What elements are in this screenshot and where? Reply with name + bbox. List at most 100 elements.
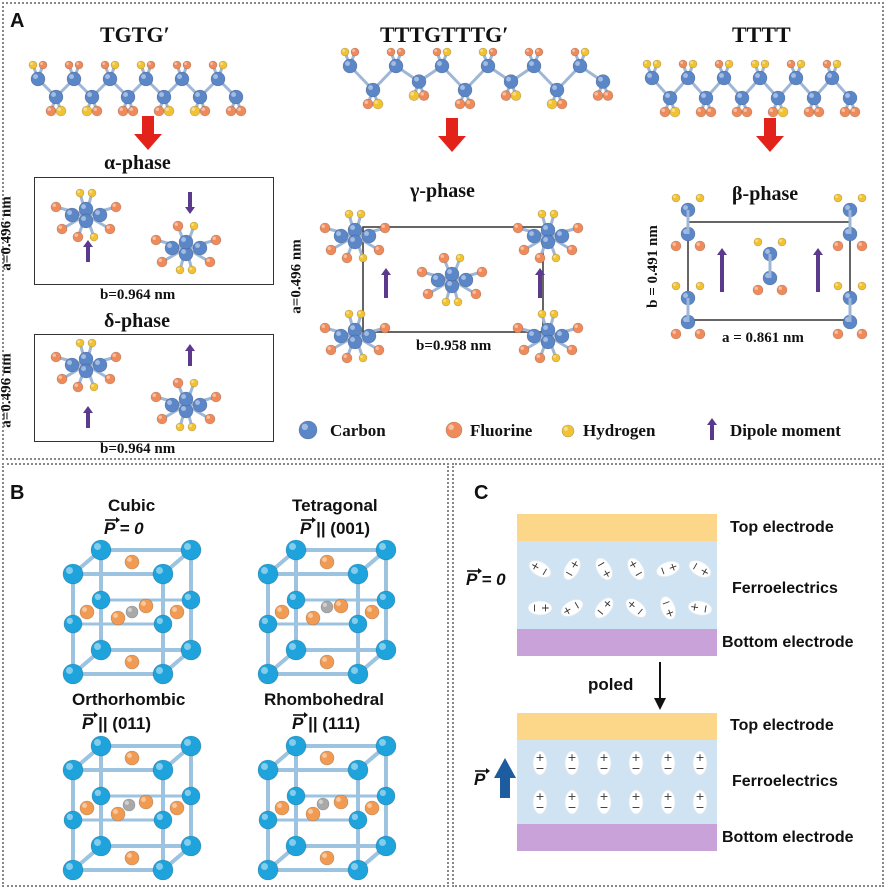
alpha-molecule-2-substituent-highlight	[158, 258, 162, 262]
beta-corner-3-carbon-top-highlight	[683, 293, 688, 298]
random-dipole-body	[627, 557, 645, 581]
tttt-chain-substituent-highlight	[733, 108, 737, 112]
aligned-dipole: +−	[564, 750, 580, 776]
orthorhombic-title: Orthorhombic	[72, 690, 186, 709]
random-dipole: +−	[594, 556, 614, 581]
delta-molecule-2-substituent	[187, 422, 197, 432]
tetragonal-cell-corner-atom-highlight	[261, 617, 268, 624]
gamma-molecule-4-carbon-highlight	[350, 325, 355, 330]
beta-corner-3-hydrogen	[671, 281, 681, 291]
random-dipole: +−	[626, 556, 646, 581]
conformation-tgtg: TGTG′	[100, 22, 170, 47]
tttt-chain-carbon-highlight	[737, 93, 742, 99]
aligned-dipole-minus: −	[567, 801, 576, 814]
tetragonal-cell-corner-atom	[286, 590, 306, 610]
gamma-molecule-5-substituent-highlight	[536, 354, 540, 358]
tttt-chain-substituent-highlight	[726, 61, 729, 64]
cubic-cell-face-atom-highlight	[141, 601, 146, 606]
alpha-molecule-1-substituent-highlight	[112, 203, 116, 207]
delta-molecule-1-substituent-highlight	[77, 340, 80, 343]
tttgtttg-chain-substituent-highlight	[420, 92, 424, 96]
beta-corner-1-carbon-top-highlight	[683, 205, 688, 210]
orthorhombic-cell-corner-atom	[90, 835, 112, 857]
aligned-dipole-minus: −	[663, 801, 672, 814]
tetragonal-cell-face-atom-highlight	[308, 613, 313, 618]
beta-center-fluorine-highlight	[754, 286, 758, 290]
gamma-molecule-2-substituent	[518, 244, 530, 256]
orthorhombic-cell-face-atom-highlight	[172, 803, 177, 808]
cubic-cell-face-atom	[124, 554, 140, 570]
cubic-cell-face-atom-highlight	[113, 613, 119, 618]
beta-a-param: a = 0.861 nm	[722, 330, 804, 346]
legend-dipole: Dipole moment	[730, 421, 841, 440]
beta-corner-1-fluorine	[670, 240, 682, 252]
gamma-molecule-4-carbon-highlight	[364, 331, 369, 336]
aligned-dipole-body	[532, 789, 548, 815]
delta-molecule-1-carbon-highlight	[81, 354, 87, 359]
cubic-cell-center-atom-highlight	[127, 607, 132, 613]
gamma-molecule-5-substituent-highlight	[574, 324, 578, 328]
bottom-electrode-label-1: Bottom electrode	[722, 634, 854, 651]
legend-fluorine: Fluorine	[470, 421, 533, 440]
beta-corner-3-hydrogen-highlight	[673, 283, 676, 286]
gamma-molecule-5-substituent-highlight	[520, 346, 524, 350]
cubic-title: Cubic	[108, 496, 156, 515]
beta-corner-4-carbon-top-highlight	[845, 293, 850, 298]
tetragonal-cell-corner-atom	[375, 539, 397, 561]
beta-corner-3-fluorine-highlight	[672, 330, 676, 334]
alpha-molecule-1-substituent-highlight	[106, 225, 110, 229]
orthorhombic-cell-face-atom-highlight	[113, 809, 119, 814]
gamma-molecule-3-substituent-highlight	[472, 290, 476, 294]
alpha-molecule-2-carbon	[178, 234, 194, 250]
ferroelectric-layer-2	[517, 740, 717, 824]
tetragonal-cell-face-atom	[274, 604, 290, 620]
tgtg-chain-carbon	[48, 89, 64, 105]
gamma-molecule-3-substituent-highlight	[457, 255, 460, 258]
aligned-dipole: +−	[628, 750, 644, 776]
orthorhombic-cell-face-atom	[124, 750, 140, 766]
tetragonal-cell-corner-atom	[348, 614, 368, 634]
alpha-molecule-2-substituent	[187, 265, 197, 275]
rhombohedral-cell-center-atom-highlight	[318, 799, 323, 805]
gamma-molecule-5-carbon	[554, 328, 570, 344]
random-dipole: +−	[655, 561, 681, 578]
tttgtttg-chain-carbon	[526, 58, 542, 74]
tgtg-chain-substituent	[208, 60, 218, 70]
beta-corner-3-hydrogen-highlight	[697, 283, 700, 286]
aligned-dipole-body	[596, 750, 612, 776]
rhombohedral-cell-corner-atom-highlight	[289, 839, 296, 846]
rhombohedral-cell-corner-atom	[257, 759, 279, 781]
tttt-chain-substituent-highlight	[661, 108, 665, 112]
tttgtttg-chain-carbon-highlight	[598, 76, 603, 82]
tttt-chain-substituent-highlight	[680, 61, 683, 64]
aligned-dipole-minus: −	[663, 762, 672, 775]
tttgtttg-chain-substituent-highlight	[594, 92, 598, 96]
alpha-molecule-2-carbon-highlight	[181, 249, 186, 254]
beta-corner-4-hydrogen-highlight	[859, 283, 862, 286]
cubic-cell-face-atom-highlight	[82, 607, 88, 612]
tgtg-chain-carbon-highlight	[33, 74, 38, 80]
alpha-molecule-1-carbon	[92, 207, 108, 223]
random-dipole: +−	[527, 600, 553, 616]
tgtg-chain-substituent	[28, 60, 38, 70]
tetragonal-cell-corner-atom-highlight	[289, 593, 296, 600]
orthorhombic-p-value: || (011)	[93, 714, 152, 733]
rhombohedral-cell-corner-atom	[285, 735, 307, 757]
tttt-chain-carbon	[824, 70, 840, 86]
cubic-cell-corner-atom	[152, 563, 174, 585]
tttgtttg-chain-substituent-highlight	[466, 100, 470, 104]
cubic-cell-corner-atom	[62, 563, 84, 585]
cubic-cell-corner-atom	[181, 590, 201, 610]
beta-corner-1-hydrogen-highlight	[673, 195, 676, 199]
tttt-chain-carbon-highlight	[827, 73, 832, 79]
gamma-molecule-3-carbon-highlight	[433, 275, 438, 280]
delta-molecule-2-carbon-highlight	[167, 400, 172, 405]
tttgtttg-chain-substituent-highlight	[398, 49, 401, 52]
beta-corner-2-hydrogen-highlight	[835, 195, 838, 199]
gamma-molecule-2-carbon-highlight	[557, 231, 562, 236]
aligned-dipole-body	[692, 789, 708, 815]
delta-molecule-1-carbon	[64, 357, 80, 373]
p-vector-symbol: P	[104, 519, 115, 538]
tttt-chain-substituent-highlight	[798, 61, 801, 64]
orthorhombic-cell-corner-atom-highlight	[184, 789, 192, 796]
